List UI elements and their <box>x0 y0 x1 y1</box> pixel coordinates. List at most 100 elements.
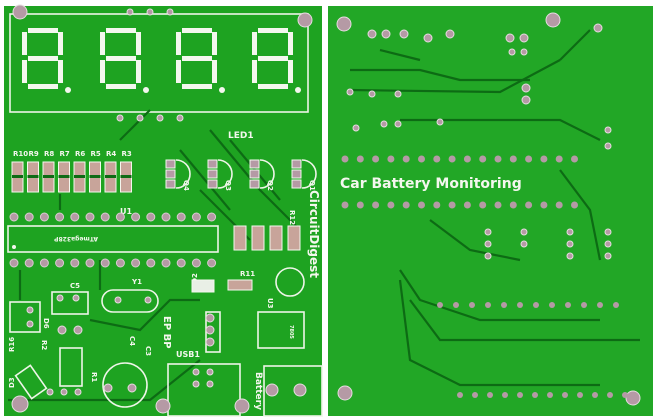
resistor-label: R8 <box>44 150 54 158</box>
resistor-label: R10 <box>13 150 28 158</box>
pad <box>399 29 409 39</box>
resistor-label: R3 <box>122 150 132 158</box>
pad <box>607 392 613 398</box>
c3-label: C3 <box>144 346 152 356</box>
pad <box>206 380 214 388</box>
resistor-mark <box>105 175 116 178</box>
battery-label: Battery <box>253 372 263 410</box>
pad <box>356 201 364 209</box>
pad <box>103 383 113 393</box>
pad <box>463 201 471 209</box>
pad <box>26 306 34 314</box>
pad <box>525 155 533 163</box>
segment <box>212 32 217 55</box>
ic-pin <box>161 212 171 222</box>
pad <box>372 155 380 163</box>
transistor-pad <box>291 159 302 169</box>
ic-pin <box>161 258 171 268</box>
pad <box>533 302 539 308</box>
pad <box>146 8 154 16</box>
segment <box>182 56 212 61</box>
pad <box>555 155 563 163</box>
pad <box>457 392 463 398</box>
ic-pin <box>146 212 156 222</box>
pad <box>394 120 402 128</box>
pad <box>114 296 122 304</box>
pad <box>508 48 516 56</box>
copper-traces <box>8 109 301 402</box>
pad <box>517 392 523 398</box>
segment <box>58 32 63 55</box>
segment <box>22 32 27 55</box>
segment <box>182 84 212 89</box>
pad <box>577 392 583 398</box>
ic-pin <box>24 212 34 222</box>
trace <box>400 118 601 141</box>
pad <box>341 155 349 163</box>
pad <box>423 33 433 43</box>
ic-pin <box>100 212 110 222</box>
r12-label: R12 <box>288 210 296 225</box>
pad <box>571 201 578 209</box>
resistor-label: R7 <box>60 150 70 158</box>
pad <box>545 12 561 28</box>
ic-pin <box>24 258 34 268</box>
pad <box>505 33 515 43</box>
transistor-pad <box>291 179 302 189</box>
pad <box>484 228 492 236</box>
pad <box>437 302 443 308</box>
seven-segment-display <box>22 28 301 93</box>
pad <box>387 155 395 163</box>
pad <box>445 29 455 39</box>
pad <box>604 240 612 248</box>
pad <box>293 383 307 397</box>
trace <box>409 299 640 342</box>
copper-traces <box>349 29 640 387</box>
pad <box>136 114 144 122</box>
pad <box>155 398 171 414</box>
pad <box>418 201 425 209</box>
pad <box>549 302 555 308</box>
pad <box>73 325 83 335</box>
pad <box>206 368 214 376</box>
ic-pin <box>131 258 141 268</box>
segment <box>22 60 27 83</box>
led1-label: LED1 <box>228 131 254 141</box>
resistor-label: R9 <box>29 150 39 158</box>
pad <box>60 388 68 396</box>
pad <box>433 201 441 209</box>
trace <box>179 149 231 211</box>
pad <box>265 383 279 397</box>
segment <box>58 60 63 83</box>
pad <box>166 8 174 16</box>
ic-pin <box>9 212 19 222</box>
trace <box>559 29 591 61</box>
segment <box>252 60 257 83</box>
pad <box>56 294 64 302</box>
pad <box>494 155 502 163</box>
pad <box>127 383 137 393</box>
segment <box>176 60 181 83</box>
trace <box>350 68 530 82</box>
ic-pin <box>55 258 65 268</box>
pad <box>562 392 568 398</box>
trace <box>379 48 421 62</box>
trace <box>89 298 200 332</box>
segment <box>106 28 136 33</box>
buzzer-circle <box>102 362 148 408</box>
segment <box>106 84 136 89</box>
segment <box>136 60 141 83</box>
pad <box>297 12 313 28</box>
pad <box>336 16 352 32</box>
segment <box>258 28 288 33</box>
pad <box>57 325 67 335</box>
ic-pin <box>100 258 110 268</box>
ic-pin <box>176 212 186 222</box>
pad <box>521 83 531 93</box>
transistor-pad <box>249 169 260 179</box>
segment <box>28 28 58 33</box>
pad <box>502 392 508 398</box>
pad <box>509 201 517 209</box>
c5-label: C5 <box>70 282 80 290</box>
